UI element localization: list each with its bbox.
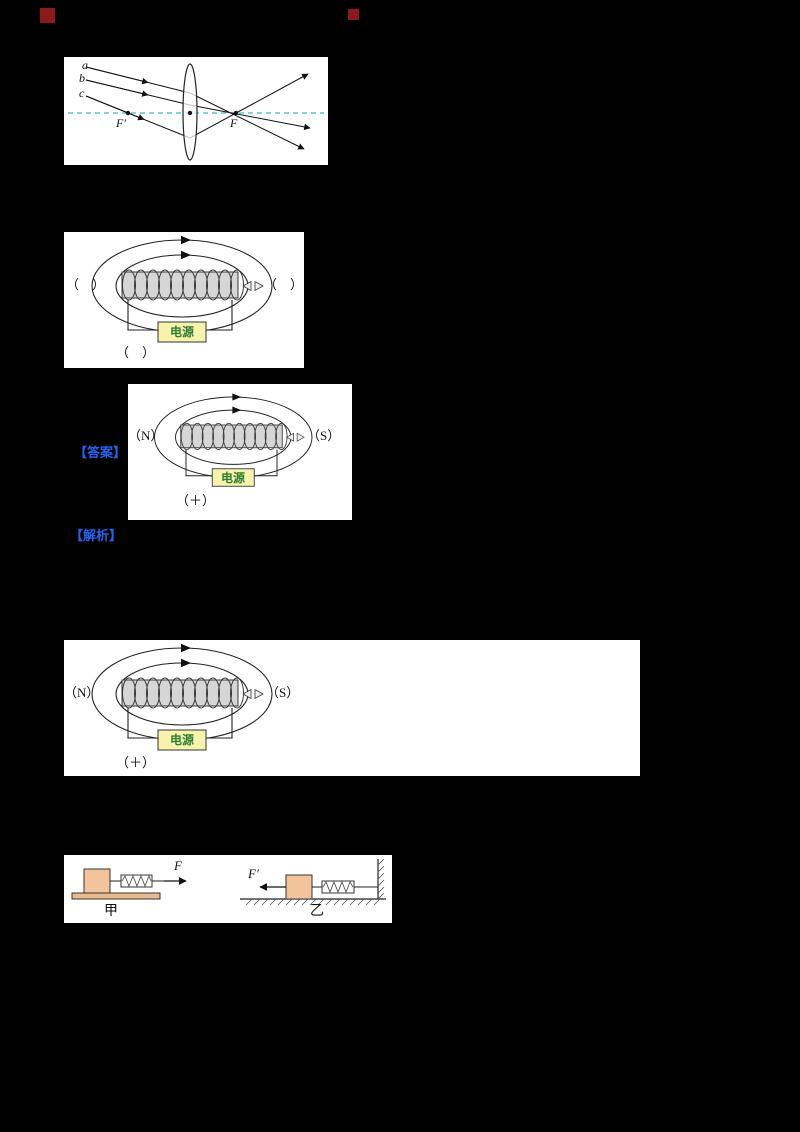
terminal-label-bottom: （＋）	[176, 493, 216, 508]
spring-block-drawing	[71, 858, 386, 906]
ray-label-b: b	[79, 71, 85, 85]
spring-block-figure: F F′ 甲 乙	[64, 855, 392, 923]
lens-diagram-drawing	[68, 63, 324, 161]
power-supply-label: 电源	[169, 733, 194, 747]
lens-ray-diagram-panel: a b c F′ F	[64, 57, 328, 165]
pole-label-right: （S）	[307, 428, 341, 443]
solenoid-figure-blank: （ ） （ ） 电源 （ ）	[64, 232, 304, 368]
focal-point-right-label: F	[230, 116, 238, 130]
red-marker	[40, 8, 55, 23]
ray-label-c: c	[79, 86, 85, 100]
pole-label-right: （S）	[266, 685, 300, 700]
focal-point-left-label: F′	[116, 116, 126, 130]
solenoid-figure-ns-2: （N） （S） 电源 （＋）	[64, 640, 640, 776]
force-f-prime-label: F′	[248, 866, 259, 881]
analysis-tag: 【解析】	[70, 528, 123, 543]
force-f-label: F	[174, 858, 182, 873]
pole-label-left: （ ）	[66, 277, 106, 292]
solenoid-figure-ns-1: （N） （S） 电源 （＋）	[128, 384, 352, 520]
solenoid-drawing	[154, 392, 313, 487]
red-marker	[348, 9, 359, 20]
pole-label-left: （N）	[128, 428, 164, 443]
ray-label-a: a	[82, 58, 88, 72]
power-supply-label: 电源	[220, 471, 245, 485]
solenoid-drawing	[91, 643, 273, 751]
pole-label-right: （ ）	[264, 277, 304, 292]
answer-tag: 【答案】	[74, 445, 127, 460]
caption-yi: 乙	[310, 904, 324, 919]
terminal-label-bottom: （＋）	[116, 755, 156, 770]
solenoid-drawing	[91, 235, 273, 343]
pole-label-left: （N）	[64, 685, 100, 700]
power-supply-label: 电源	[169, 325, 194, 339]
terminal-label-bottom: （ ）	[116, 345, 156, 360]
caption-jia: 甲	[104, 904, 118, 919]
